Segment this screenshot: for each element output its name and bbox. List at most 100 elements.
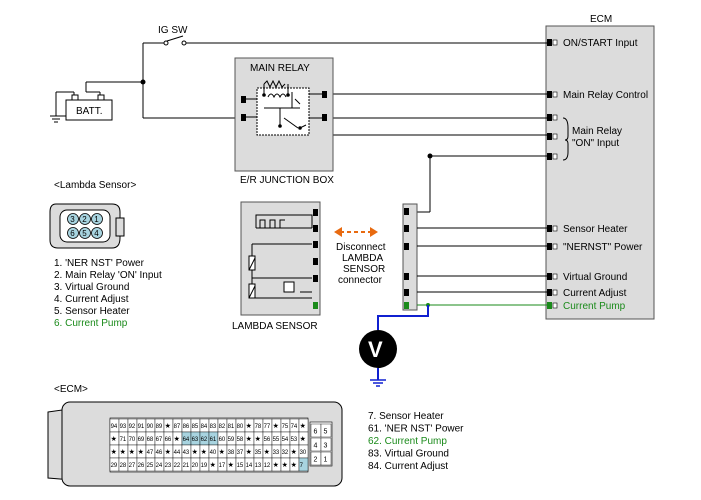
ecm-grid-label: 14 bbox=[246, 463, 253, 469]
ecm-grid-label: 69 bbox=[138, 437, 145, 443]
ecm-grid-label: ★ bbox=[273, 422, 279, 430]
lambda-pin-item: 3. Virtual Ground bbox=[54, 282, 129, 293]
ecm-side-label: 2 bbox=[314, 457, 318, 464]
ecm-grid-label: 91 bbox=[138, 424, 145, 430]
ecm-grid-label: 78 bbox=[255, 424, 262, 430]
ecm-grid-label: 47 bbox=[147, 450, 154, 456]
lambda-face-pin-5 bbox=[79, 227, 91, 239]
ecm-grid-label: 38 bbox=[228, 450, 235, 456]
ecm-grid-label: 46 bbox=[156, 450, 163, 456]
ecm-terminal-sensor-heater: Sensor Heater bbox=[563, 224, 628, 235]
ecm-grid-label: 20 bbox=[192, 463, 199, 469]
ecm-grid-label: 33 bbox=[273, 450, 280, 456]
ecm-grid-label: 7 bbox=[300, 463, 304, 469]
ig-sw-label: IG SW bbox=[158, 25, 188, 36]
ecm-grid-label: ★ bbox=[291, 448, 297, 456]
lambda-face-pin-2 bbox=[79, 213, 91, 225]
ecm-grid-label: 56 bbox=[264, 437, 271, 443]
ecm-grid-label: ★ bbox=[111, 435, 117, 443]
lambda-pin-item: 2. Main Relay 'ON' Input bbox=[54, 270, 162, 281]
ecm-grid-label: 74 bbox=[291, 424, 298, 430]
ecm-pin-item: 7. Sensor Heater bbox=[368, 411, 444, 422]
ecm-grid-label: 80 bbox=[237, 424, 244, 430]
ecm-grid-label: 66 bbox=[165, 437, 172, 443]
ecm-grid-label: ★ bbox=[165, 448, 171, 456]
ecm-grid-label: ★ bbox=[246, 435, 252, 443]
lambda-face-pin-number: 1 bbox=[94, 215, 99, 224]
ecm-grid-label: 30 bbox=[300, 450, 307, 456]
ecm-grid-label: 55 bbox=[273, 437, 280, 443]
ecm-side-cell bbox=[320, 437, 332, 452]
lambda-face-pin-number: 2 bbox=[82, 215, 87, 224]
ecm-grid-label: 19 bbox=[201, 463, 208, 469]
disconnect-indicator: Disconnect LAMBDA SENSOR connector bbox=[334, 227, 386, 286]
lambda-component-pin bbox=[313, 275, 318, 282]
ecm-grid-label: 60 bbox=[219, 437, 226, 443]
ecm-grid-label: 29 bbox=[111, 463, 118, 469]
ecm-grid-label: 17 bbox=[219, 463, 226, 469]
ecm-pin-item: 61. 'NER NST' Power bbox=[368, 424, 464, 435]
lambda-face-pin-1 bbox=[91, 213, 103, 225]
ecm-grid-label: 93 bbox=[120, 424, 127, 430]
ecm-side-label: 3 bbox=[324, 443, 328, 450]
ecm-grid-label: ★ bbox=[219, 448, 225, 456]
disconnect-line3: SENSOR bbox=[343, 264, 385, 275]
ecm-grid-label: 23 bbox=[165, 463, 172, 469]
ecm-grid-label: ★ bbox=[264, 448, 270, 456]
ecm-side-label: 1 bbox=[324, 457, 328, 464]
lambda-face-pin-number: 5 bbox=[82, 229, 87, 238]
ecm-side-label: 6 bbox=[314, 429, 318, 436]
ecm-title: ECM bbox=[590, 14, 612, 25]
lambda-pin-item: 4. Current Adjust bbox=[54, 294, 129, 305]
ecm-grid-label: 61 bbox=[210, 437, 217, 443]
lambda-pin-item: 1. 'NER NST' Power bbox=[54, 258, 145, 269]
main-relay-title: MAIN RELAY bbox=[250, 63, 310, 74]
lambda-component-pin bbox=[313, 241, 318, 248]
ecm-side-label: 5 bbox=[324, 429, 328, 436]
ecm-grid-label: ★ bbox=[273, 461, 279, 469]
ecm-grid-label: ★ bbox=[291, 461, 297, 469]
ecm-terminal-current-pump: Current Pump bbox=[563, 301, 626, 312]
ecm-grid-label: ★ bbox=[300, 422, 306, 430]
ecm-grid-label: 13 bbox=[255, 463, 262, 469]
ig-switch: IG SW bbox=[158, 25, 188, 46]
lambda-face-pin-6 bbox=[67, 227, 79, 239]
disconnect-line4: connector bbox=[338, 275, 383, 286]
ecm-pin-item: 84. Current Adjust bbox=[368, 461, 448, 472]
top-wiring bbox=[85, 42, 547, 213]
ecm-grid-label: ★ bbox=[246, 422, 252, 430]
ecm-grid-label: 84 bbox=[201, 424, 208, 430]
ecm-side-cell bbox=[320, 423, 332, 438]
ecm-grid-label: 12 bbox=[264, 463, 271, 469]
battery-label: BATT. bbox=[76, 106, 102, 117]
ecm-grid-label: ★ bbox=[255, 435, 261, 443]
ecm-grid-label: 85 bbox=[192, 424, 199, 430]
lambda-face-pin-number: 3 bbox=[70, 215, 75, 224]
junction-box-title: E/R JUNCTION BOX bbox=[240, 175, 334, 186]
ecm-grid-label: 75 bbox=[282, 424, 289, 430]
ecm-grid-label: 40 bbox=[210, 450, 217, 456]
ecm-grid-label: 53 bbox=[291, 437, 298, 443]
ecm-grid-label: 26 bbox=[138, 463, 145, 469]
ecm-grid-label: 27 bbox=[129, 463, 136, 469]
harness-connector bbox=[402, 203, 547, 311]
ecm-grid-label: ★ bbox=[300, 435, 306, 443]
ecm-header: <ECM> bbox=[54, 384, 88, 395]
ecm-grid-label: 83 bbox=[210, 424, 217, 430]
lambda-component-pin bbox=[313, 225, 318, 232]
ecm-grid-label: 21 bbox=[183, 463, 190, 469]
lambda-face-pin-4 bbox=[91, 227, 103, 239]
ecm-grid-label: 24 bbox=[156, 463, 163, 469]
ecm-grid-label: 77 bbox=[264, 424, 271, 430]
ecm-grid-label: ★ bbox=[282, 461, 288, 469]
lambda-face-pin-number: 6 bbox=[70, 229, 75, 238]
ecm-grid-label: ★ bbox=[138, 448, 144, 456]
lambda-header: <Lambda Sensor> bbox=[54, 180, 136, 191]
ecm-grid-label: ★ bbox=[111, 448, 117, 456]
ecm-grid-label: ★ bbox=[165, 422, 171, 430]
ecm-grid-label: 81 bbox=[228, 424, 235, 430]
ecm-grid-label: ★ bbox=[201, 448, 207, 456]
lambda-pin-item: 6. Current Pump bbox=[54, 318, 128, 329]
